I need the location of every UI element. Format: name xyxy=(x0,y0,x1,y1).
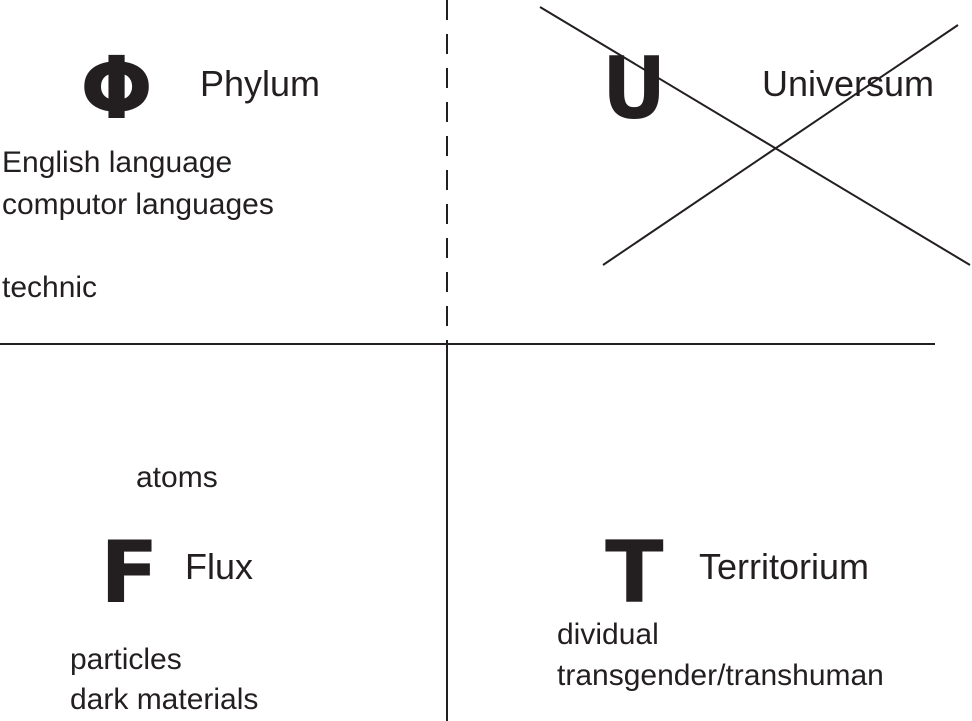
flux-item: particles xyxy=(70,643,182,676)
flux-item: dark materials xyxy=(70,683,259,716)
flux-symbol: F xyxy=(100,523,159,623)
territorium-item: dividual xyxy=(557,618,659,651)
territorium-item: transgender/transhuman xyxy=(557,659,884,692)
flux-item: atoms xyxy=(136,461,218,494)
territorium-label: Territorium xyxy=(699,546,870,587)
phylum-symbol: Φ xyxy=(80,39,154,139)
phylum-item: computor languages xyxy=(2,188,274,221)
phylum-item: English language xyxy=(2,146,233,179)
universum-label: Universum xyxy=(762,63,935,104)
universum-symbol: U xyxy=(602,39,667,139)
phylum-item: technic xyxy=(2,271,98,304)
cross-out-line-1 xyxy=(539,6,971,266)
phylum-label: Phylum xyxy=(200,63,321,104)
cross-out-line-2 xyxy=(602,24,959,266)
territorium-symbol: T xyxy=(605,523,664,623)
flux-label: Flux xyxy=(185,546,254,587)
